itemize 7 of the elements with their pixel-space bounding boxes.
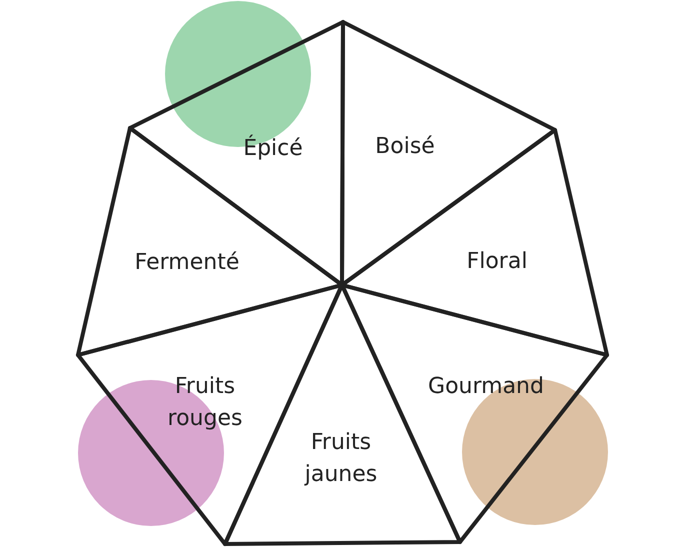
segment-label: Fruits jaunes xyxy=(303,429,378,489)
segment-label: Épicé xyxy=(242,134,304,163)
segment-label: Floral xyxy=(466,248,528,276)
segment-label: Boisé xyxy=(374,133,436,161)
segment-label: Gourmand xyxy=(427,373,545,401)
segment-label: Fruits rouges xyxy=(166,373,244,433)
segment-label: Fermenté xyxy=(134,249,240,277)
